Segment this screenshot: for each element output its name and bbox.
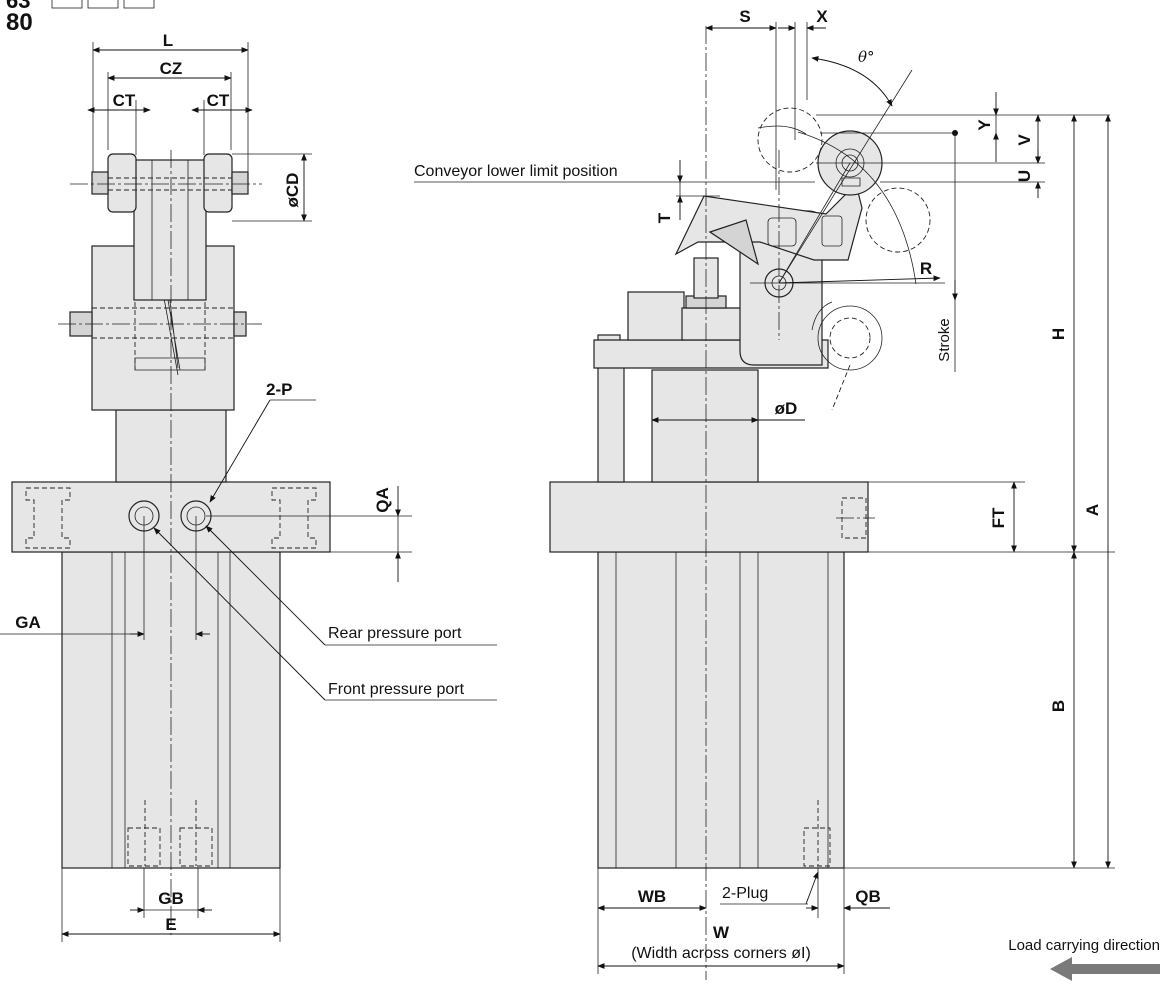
- dim-X: X: [816, 7, 828, 26]
- size-main: 80: [6, 9, 33, 36]
- dim-CZ: CZ: [160, 59, 183, 78]
- roller-left: [107, 153, 137, 213]
- ghost-roller-2: [865, 187, 931, 253]
- dim-R: R: [920, 259, 932, 278]
- dim-plug: 2-Plug: [722, 885, 768, 902]
- size-code: 63 80: [6, 0, 155, 36]
- dim-QB: QB: [855, 887, 881, 906]
- piston-rod-side: [651, 369, 759, 483]
- side-dimensions: S X θ° Y V U Conveyor lower limit positi…: [414, 7, 1160, 981]
- dim-H: H: [1049, 328, 1068, 340]
- flange-side: [549, 481, 869, 553]
- dim-2P: 2-P: [266, 380, 292, 399]
- cover-block: [627, 291, 685, 341]
- load-direction-arrow-icon: [1050, 957, 1160, 981]
- dim-W: W: [713, 923, 730, 942]
- dim-CT-left: CT: [113, 91, 136, 110]
- callout-front-port: Front pressure port: [328, 681, 465, 698]
- cylinder-body-side: [597, 551, 845, 869]
- front-view: [11, 150, 331, 935]
- side-view: [549, 26, 1045, 980]
- dim-Y: Y: [975, 119, 994, 131]
- callout-rear-port: Rear pressure port: [328, 625, 462, 642]
- dim-D: øD: [775, 399, 798, 418]
- dim-CD: øCD: [283, 173, 302, 208]
- dim-stroke: Stroke: [936, 318, 953, 361]
- load-direction-label: Load carrying direction: [1008, 937, 1160, 954]
- dim-GB: GB: [158, 889, 184, 908]
- callout-conveyor: Conveyor lower limit position: [414, 163, 618, 180]
- roller-right: [203, 153, 233, 213]
- yoke-front: [133, 159, 207, 301]
- ghost-roller-1: [757, 107, 823, 173]
- dim-width-corners: (Width across corners øI): [631, 945, 811, 962]
- dim-T: T: [655, 212, 674, 223]
- dim-E: E: [165, 915, 176, 934]
- dim-L: L: [163, 31, 173, 50]
- dim-CT-right: CT: [207, 91, 230, 110]
- dim-A: A: [1083, 504, 1102, 516]
- dim-S: S: [739, 7, 750, 26]
- front-dimensions: L CZ CT CT øCD 2-P QA GA: [0, 31, 497, 942]
- dim-WB: WB: [638, 887, 666, 906]
- dim-U: U: [1015, 170, 1034, 182]
- dim-V: V: [1015, 134, 1034, 146]
- dim-QA: QA: [373, 487, 392, 513]
- dim-theta: θ°: [858, 48, 875, 66]
- dim-FT: FT: [989, 507, 1008, 528]
- dim-B: B: [1049, 700, 1068, 712]
- size-prefix: 63: [6, 0, 30, 13]
- dim-GA: GA: [15, 613, 41, 632]
